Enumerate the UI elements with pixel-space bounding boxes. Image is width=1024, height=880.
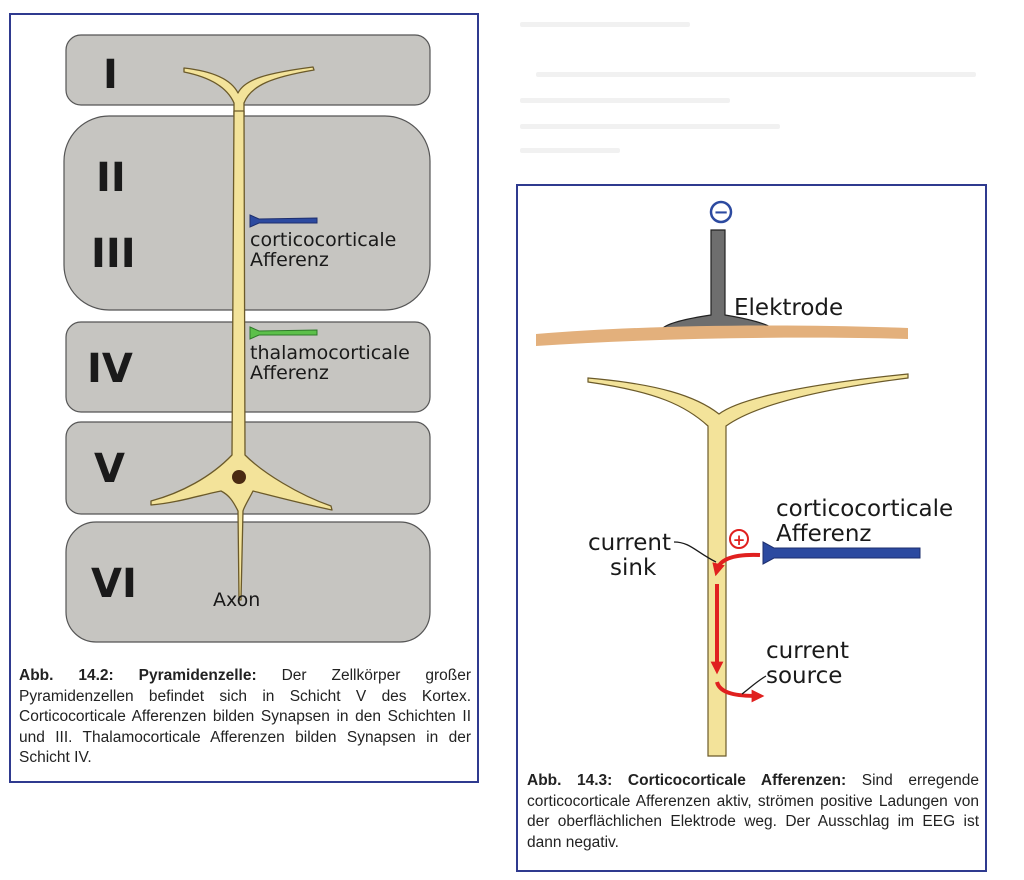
corticocortical-label-2: Afferenz bbox=[250, 249, 329, 271]
figure-corticocortical-afferents: − Elektrode corticocorticale Afferenz + … bbox=[516, 184, 987, 872]
electrode-negative-sign bbox=[709, 200, 733, 224]
figure-14-2-caption: Abb. 14.2: Pyramidenzelle: Der Zellkörpe… bbox=[19, 666, 471, 769]
caption-body: Der Zellkörper großer Pyramidenzellen be… bbox=[19, 667, 471, 766]
electrode-label: Elektrode bbox=[734, 295, 843, 321]
corticocortical-label-1: corticocorticale bbox=[250, 229, 396, 251]
axon-label: Axon bbox=[213, 589, 260, 611]
layer-label-II: II bbox=[96, 155, 126, 201]
thalamocortical-afferent-green bbox=[249, 326, 318, 340]
corticocortical-afferent-blue bbox=[249, 214, 318, 228]
source-leader-line bbox=[741, 675, 767, 695]
layer-label-VI: VI bbox=[91, 561, 137, 607]
layer-label-III: III bbox=[91, 231, 136, 277]
figure-pyramidal-cell: I II III IV V VI corticocorticale Affere… bbox=[9, 13, 479, 783]
afferent-label-1: corticocorticale bbox=[776, 496, 953, 522]
cell-nucleus bbox=[232, 470, 246, 484]
thalamocortical-label-2: Afferenz bbox=[250, 362, 329, 384]
layer-4-box bbox=[65, 321, 431, 413]
source-label-2: source bbox=[766, 663, 842, 689]
plus-sign bbox=[729, 529, 749, 549]
apical-dendrite bbox=[587, 373, 909, 757]
layer-label-V: V bbox=[94, 446, 125, 492]
afferent-label-2: Afferenz bbox=[776, 521, 871, 547]
layer-1-box bbox=[65, 34, 431, 106]
electrode-sign-text: − bbox=[713, 202, 728, 223]
plus-sign-text: + bbox=[733, 531, 746, 549]
caption-lead: Abb. 14.3: Corticocorticale Afferenzen: bbox=[527, 772, 847, 789]
layer-label-IV: IV bbox=[87, 346, 133, 392]
corticocortical-afferent-blue bbox=[762, 541, 921, 565]
surface-band bbox=[536, 325, 908, 346]
sink-label-1: current bbox=[588, 530, 671, 556]
source-label-1: current bbox=[766, 638, 849, 664]
caption-body: Sind erregende corticocorticale Afferenz… bbox=[527, 772, 979, 851]
thalamocortical-label-1: thalamocorticale bbox=[250, 342, 410, 364]
current-source-arrow bbox=[715, 681, 765, 703]
caption-lead: Abb. 14.2: Pyramidenzelle: bbox=[19, 667, 257, 684]
current-sink-arrow bbox=[712, 552, 761, 577]
figure-14-3-caption: Abb. 14.3: Corticocorticale Afferenzen: … bbox=[527, 771, 979, 853]
pyramidal-neuron bbox=[150, 66, 333, 601]
layer-2-3-box bbox=[63, 115, 431, 311]
eeg-current-diagram: − Elektrode corticocorticale Afferenz + … bbox=[536, 200, 953, 757]
layer-label-I: I bbox=[103, 52, 118, 98]
layer-6-box bbox=[65, 521, 431, 643]
sink-leader-line bbox=[673, 541, 717, 563]
pyramidal-cell-diagram: I II III IV V VI corticocorticale Affere… bbox=[63, 34, 431, 643]
sink-label-2: sink bbox=[610, 555, 657, 581]
